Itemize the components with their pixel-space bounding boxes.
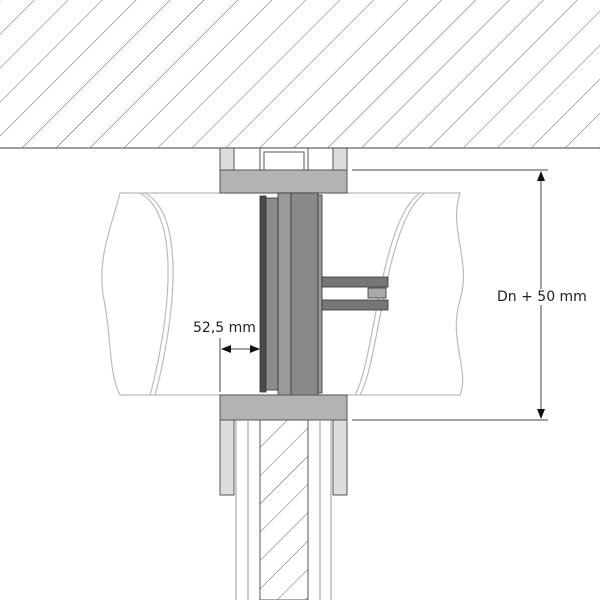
wall-hatched — [235, 419, 332, 600]
actuator-arm — [321, 276, 389, 311]
offset-dimension — [219, 338, 260, 392]
bottom-mount — [219, 394, 348, 496]
damper-blade — [259, 192, 323, 396]
top-mount — [219, 147, 348, 194]
height-dimension-label: Dn + 50 mm — [497, 289, 587, 305]
ceiling-hatched — [0, 0, 600, 149]
offset-dimension-label: 52,5 mm — [193, 320, 256, 336]
